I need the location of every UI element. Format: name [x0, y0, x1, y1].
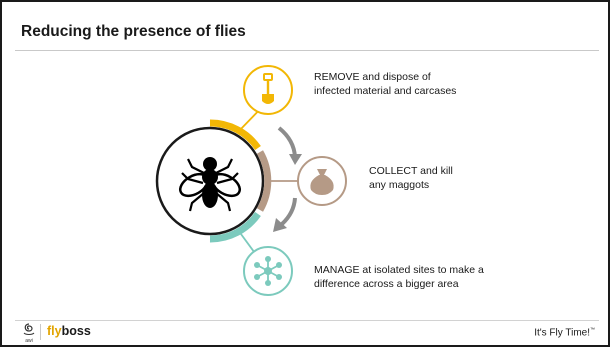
step-collect-line2: any maggots: [369, 178, 430, 191]
footer-separator: [40, 324, 41, 340]
fly-icon: [179, 157, 241, 212]
footer-divider: [15, 320, 599, 321]
arrow-collect-to-manage: [280, 197, 297, 226]
svg-text:awi: awi: [25, 338, 33, 344]
arrow-remove-to-collect: [277, 126, 297, 158]
step-remove-text: REMOVE and dispose of infected material …: [314, 71, 534, 98]
arc-manage: [209, 211, 261, 243]
shovel-icon: [262, 73, 274, 104]
network-icon: [254, 256, 282, 286]
arrowhead-1: [289, 154, 302, 165]
tagline-trademark: ™: [590, 327, 595, 333]
title-divider: [15, 50, 599, 51]
step-collect-text: COLLECT and kill any maggots: [369, 165, 589, 192]
step-remove-line1: REMOVE and dispose of: [314, 71, 431, 83]
step-remove-line2: infected material and carcases: [314, 84, 457, 97]
arc-remove: [209, 119, 261, 151]
step-collect-line1: COLLECT and kill: [369, 165, 453, 177]
slide-title: Reducing the presence of flies: [21, 23, 246, 40]
tagline-text: It's Fly Time!: [534, 327, 590, 339]
flyboss-suffix: boss: [61, 324, 91, 338]
step-manage-line1: MANAGE at isolated sites to make a: [314, 264, 484, 276]
arc-collect: [256, 150, 272, 212]
awi-logo: awi: [23, 323, 35, 344]
sack-icon: [310, 169, 334, 195]
flyboss-prefix: fly: [47, 324, 62, 338]
footer-tagline: It's Fly Time!™: [534, 327, 595, 338]
arrowhead-2: [273, 218, 287, 232]
step-manage-line2: difference across a bigger area: [314, 277, 459, 290]
step-manage-text: MANAGE at isolated sites to make a diffe…: [314, 264, 534, 291]
flyboss-logo: flyboss: [47, 324, 91, 338]
